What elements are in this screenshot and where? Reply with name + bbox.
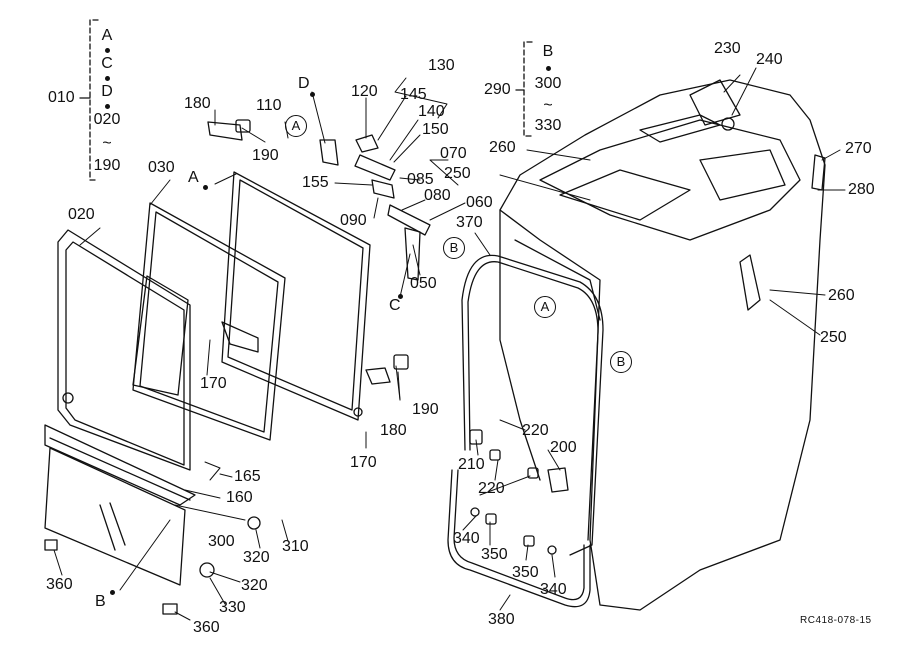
part-label: 090	[340, 212, 367, 229]
leader-lines	[53, 67, 846, 621]
part-label: 260	[489, 139, 516, 156]
part-label: 170	[350, 454, 377, 471]
part-label: 350	[481, 546, 508, 563]
part-label: 340	[540, 581, 567, 598]
glass-panel-020	[57, 229, 191, 471]
group-dot	[105, 48, 110, 53]
group-left-title: 010	[48, 89, 75, 106]
ref-a-dot	[203, 185, 208, 190]
group-right-item-330: 330	[534, 117, 562, 134]
group-left-tilde: ~	[102, 135, 112, 152]
ref-b-circle: B	[443, 237, 465, 259]
part-label: 170	[200, 375, 227, 392]
part-label: 260	[828, 287, 855, 304]
group-dot	[105, 76, 110, 81]
ref-b-circle: B	[610, 351, 632, 373]
door-frame-a	[221, 171, 371, 421]
seal-frame-030	[132, 202, 286, 441]
part-label: 280	[848, 181, 875, 198]
part-label: 030	[148, 159, 175, 176]
ref-c-dot	[398, 294, 403, 299]
ref-d-dot	[310, 92, 315, 97]
part-label: 155	[302, 174, 329, 191]
part-label: 250	[444, 165, 471, 182]
part-label: 270	[845, 140, 872, 157]
part-label: 085	[407, 171, 434, 188]
part-label: 060	[466, 194, 493, 211]
part-label: 230	[714, 40, 741, 57]
hinge-assembly	[207, 119, 431, 385]
part-label: 340	[453, 530, 480, 547]
part-label: 210	[458, 456, 485, 473]
part-label: 370	[456, 214, 483, 231]
group-dot	[105, 104, 110, 109]
cabin-body	[499, 79, 826, 611]
part-label: 310	[282, 538, 309, 555]
part-label: 380	[488, 611, 515, 628]
ref-a-circle: A	[534, 296, 556, 318]
ref-d-label: D	[298, 75, 310, 92]
part-label: 240	[756, 51, 783, 68]
ref-b-label: B	[95, 593, 106, 610]
part-label: 180	[380, 422, 407, 439]
part-label: 330	[219, 599, 246, 616]
part-label: 160	[226, 489, 253, 506]
drawing-code: RC418-078-15	[800, 615, 872, 626]
group-dot	[546, 66, 551, 71]
part-label: 180	[184, 95, 211, 112]
part-label: 250	[820, 329, 847, 346]
part-label: 020	[68, 206, 95, 223]
part-label: 360	[193, 619, 220, 636]
part-label: 220	[522, 422, 549, 439]
group-bracket-left	[79, 19, 99, 181]
part-label: 150	[422, 121, 449, 138]
group-right-title: 290	[484, 81, 511, 98]
group-bracket-right	[515, 41, 533, 137]
group-right-item-300: 300	[534, 75, 562, 92]
ref-a-circle: A	[285, 115, 307, 137]
group-left-item-d: D	[101, 83, 113, 100]
part-label: 070	[440, 145, 467, 162]
part-label: 320	[243, 549, 270, 566]
group-left-item-c: C	[101, 55, 113, 72]
group-left-item-a: A	[101, 27, 113, 44]
part-label: 165	[234, 468, 261, 485]
part-label: 130	[428, 57, 455, 74]
part-label: 145	[400, 86, 427, 103]
part-label: 200	[550, 439, 577, 456]
ref-c-label: C	[389, 297, 401, 314]
lower-panel-b	[44, 424, 261, 615]
part-label: 360	[46, 576, 73, 593]
group-left-item-020: 020	[93, 111, 121, 128]
part-label: 320	[241, 577, 268, 594]
part-label: 190	[252, 147, 279, 164]
group-right-tilde: ~	[543, 97, 553, 114]
part-label: 050	[410, 275, 437, 292]
ref-a-label: A	[188, 169, 199, 186]
door-seal-370-380	[447, 254, 604, 608]
part-label: 190	[412, 401, 439, 418]
part-label: 300	[208, 533, 235, 550]
part-label: 140	[418, 103, 445, 120]
part-label: 350	[512, 564, 539, 581]
group-right-item-b: B	[542, 43, 554, 60]
group-left-item-190: 190	[93, 157, 121, 174]
part-label: 080	[424, 187, 451, 204]
part-label: 120	[351, 83, 378, 100]
ref-b-dot	[110, 590, 115, 595]
part-label: 220	[478, 480, 505, 497]
part-label: 110	[256, 97, 282, 114]
